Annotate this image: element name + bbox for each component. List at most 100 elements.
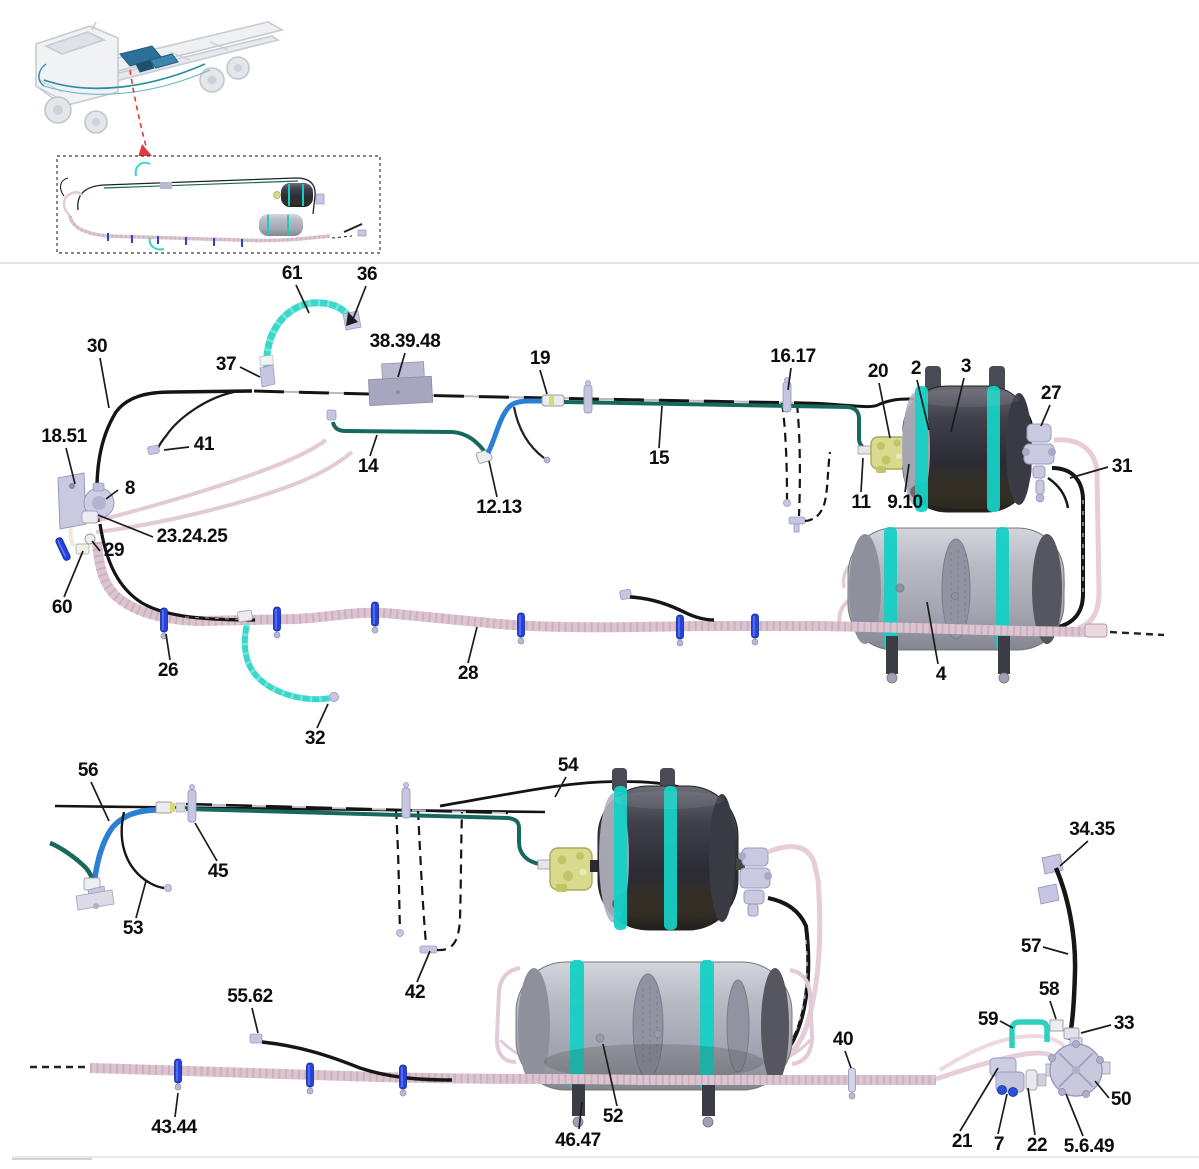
callout-5-6-49: 5.6.49 bbox=[1063, 1136, 1115, 1157]
callout-57: 57 bbox=[1020, 936, 1042, 957]
valve-cluster-rear bbox=[738, 847, 772, 917]
callout-4: 4 bbox=[935, 664, 947, 685]
detail-zoom-arrow bbox=[129, 69, 152, 157]
teal-drop-hose-32 bbox=[241, 623, 331, 703]
callout-43-44: 43.44 bbox=[151, 1117, 197, 1138]
fitting-23-24-25 bbox=[81, 510, 99, 524]
callout-26: 26 bbox=[157, 660, 179, 681]
hose-clip-40 bbox=[848, 1067, 856, 1100]
bottom-divider-accent bbox=[12, 1158, 92, 1160]
gray-air-tank bbox=[837, 527, 1066, 684]
callout-27: 27 bbox=[1040, 383, 1062, 404]
dark-air-tank-rear bbox=[597, 768, 745, 931]
clip-34-35-upper bbox=[1041, 853, 1064, 875]
callout-14: 14 bbox=[357, 456, 379, 477]
callout-37: 37 bbox=[215, 354, 237, 375]
hose-clips-rear bbox=[174, 1058, 407, 1097]
green-line-rear bbox=[185, 807, 549, 868]
line-clip-16-17 bbox=[782, 377, 792, 413]
highlighted-brake-components bbox=[119, 45, 179, 73]
bottom-divider bbox=[12, 1156, 1199, 1158]
flange-valve-50 bbox=[1045, 1037, 1111, 1098]
callout-29: 29 bbox=[103, 540, 125, 561]
line-junction-block bbox=[367, 361, 434, 407]
callout-30: 30 bbox=[86, 336, 108, 357]
callout-11: 11 bbox=[851, 492, 871, 513]
callout-7: 7 bbox=[993, 1134, 1005, 1155]
callout-22: 22 bbox=[1026, 1135, 1048, 1156]
truck-overview-thumbnail bbox=[35, 21, 285, 134]
coiled-teal-hose bbox=[259, 299, 362, 388]
black-supply-line bbox=[95, 389, 253, 523]
pink-corrugated-hose-rear bbox=[89, 1063, 936, 1085]
callout-15: 15 bbox=[648, 448, 670, 469]
callout-34-35: 34.35 bbox=[1069, 819, 1115, 840]
gray-air-tank-rear bbox=[494, 960, 815, 1128]
callout-2: 2 bbox=[910, 358, 922, 379]
hose-clips bbox=[160, 601, 759, 647]
callout-8: 8 bbox=[124, 478, 136, 499]
blue-tube-56 bbox=[92, 807, 159, 879]
fitting-58 bbox=[1049, 1019, 1064, 1032]
callout-36: 36 bbox=[356, 264, 378, 285]
callout-33: 33 bbox=[1113, 1013, 1135, 1034]
callout-53: 53 bbox=[122, 918, 144, 939]
callout-18-51: 18.51 bbox=[41, 426, 87, 447]
yellow-protection-valve-rear bbox=[549, 847, 593, 892]
callout-54: 54 bbox=[557, 755, 579, 776]
callout-9-10: 9.10 bbox=[887, 492, 923, 513]
callout-40: 40 bbox=[832, 1029, 854, 1050]
callout-56: 56 bbox=[77, 760, 99, 781]
yellow-protection-valve bbox=[870, 436, 908, 473]
callout-leader-lines bbox=[63, 284, 1112, 1137]
line-clip bbox=[583, 380, 593, 414]
callout-20: 20 bbox=[867, 361, 889, 382]
callout-38-39-48: 38.39.48 bbox=[369, 331, 441, 352]
callout-45: 45 bbox=[207, 861, 229, 882]
inset-overview-box bbox=[56, 155, 381, 254]
callout-41: 41 bbox=[193, 434, 215, 455]
green-line-15 bbox=[563, 400, 871, 452]
callout-19: 19 bbox=[529, 348, 551, 369]
valve-assembly-27 bbox=[1022, 423, 1056, 503]
hose-clip bbox=[55, 537, 71, 561]
tank-port-52 bbox=[595, 1033, 605, 1043]
callout-55-62: 55.62 bbox=[227, 986, 273, 1007]
callout-21: 21 bbox=[951, 1131, 973, 1152]
callout-50: 50 bbox=[1110, 1089, 1132, 1110]
callout-58: 58 bbox=[1038, 979, 1060, 1000]
bracket-18-51 bbox=[57, 472, 87, 530]
valve-port-11 bbox=[857, 445, 872, 455]
fitting-22 bbox=[1025, 1069, 1038, 1091]
front-bracket-cluster bbox=[57, 472, 115, 545]
blue-tube bbox=[485, 398, 543, 455]
callout-12-13: 12.13 bbox=[476, 497, 522, 518]
callout-46-47: 46.47 bbox=[555, 1130, 601, 1151]
callout-52: 52 bbox=[602, 1106, 624, 1127]
pink-corrugated-hose bbox=[92, 541, 1091, 637]
fitting-33 bbox=[1063, 1027, 1080, 1040]
hose-end-fitting-37 bbox=[259, 364, 276, 388]
line-clip bbox=[401, 782, 411, 819]
callout-60: 60 bbox=[51, 597, 73, 618]
dark-air-tank bbox=[902, 366, 1038, 513]
front-circuit-diagram bbox=[55, 299, 1165, 703]
green-tube-14 bbox=[331, 421, 490, 458]
callout-31: 31 bbox=[1111, 456, 1133, 477]
black-hose-57 bbox=[1053, 867, 1078, 1041]
black-hose-55-62 bbox=[261, 1040, 453, 1082]
callout-3: 3 bbox=[960, 356, 972, 377]
callout-42: 42 bbox=[404, 982, 426, 1003]
callout-59: 59 bbox=[977, 1009, 999, 1030]
callout-16-17: 16.17 bbox=[770, 346, 816, 367]
callout-23-24-25: 23.24.25 bbox=[156, 526, 228, 547]
top-divider bbox=[0, 262, 1199, 264]
callout-28: 28 bbox=[457, 663, 479, 684]
callout-61: 61 bbox=[281, 263, 303, 284]
callout-32: 32 bbox=[304, 728, 326, 749]
line-clip-45 bbox=[187, 784, 197, 823]
rear-circuit-diagram bbox=[30, 768, 1111, 1128]
dashed-control-line bbox=[253, 389, 806, 405]
